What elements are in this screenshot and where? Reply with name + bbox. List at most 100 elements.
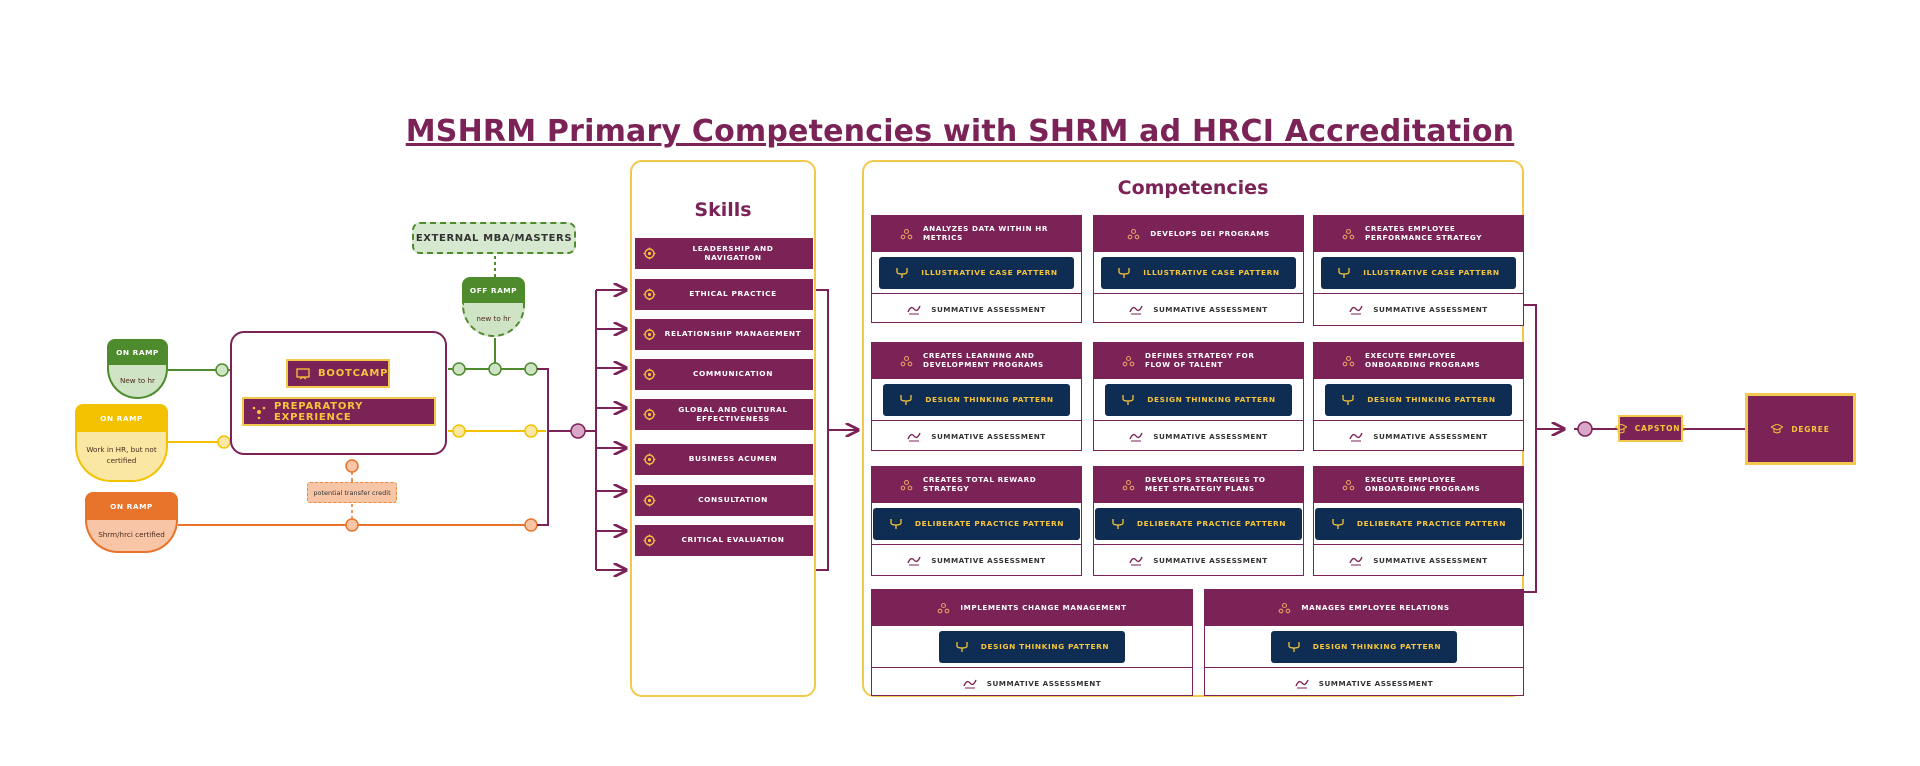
pattern-button[interactable]: Illustrative case pattern bbox=[879, 256, 1074, 289]
assessment-label: Summative Assessment bbox=[1373, 431, 1488, 441]
pattern-button[interactable]: Design thinking pattern bbox=[938, 630, 1126, 663]
pattern-button[interactable]: Deliberate practice pattern bbox=[1094, 507, 1303, 540]
degree-button[interactable]: DEGREE bbox=[1745, 393, 1856, 465]
competency-title: Implements change management bbox=[960, 602, 1127, 612]
competency-title: Develops DEI programs bbox=[1150, 228, 1270, 238]
summative-assessment[interactable]: Summative Assessment bbox=[872, 668, 1192, 698]
competency-title: Creates employee performance strategy bbox=[1365, 224, 1483, 242]
pattern-row: Illustrative case pattern bbox=[872, 252, 1081, 294]
summative-assessment[interactable]: Summative Assessment bbox=[872, 294, 1081, 324]
assessment-label: Summative Assessment bbox=[931, 555, 1046, 565]
pattern-label: Design thinking pattern bbox=[1147, 395, 1276, 404]
skill-item[interactable]: Leadership and Navigation bbox=[635, 238, 813, 269]
pattern-label: Deliberate practice pattern bbox=[1356, 519, 1507, 528]
capstone-button[interactable]: CAPSTONE bbox=[1614, 415, 1685, 442]
assessment-icon bbox=[963, 677, 977, 689]
skill-item[interactable]: Communication bbox=[635, 359, 813, 390]
skill-item[interactable]: Ethical Practice bbox=[635, 279, 813, 310]
summative-assessment[interactable]: Summative Assessment bbox=[1314, 545, 1523, 575]
pattern-icon bbox=[889, 518, 903, 530]
pattern-label: Illustrative case pattern bbox=[1363, 268, 1500, 277]
summative-assessment[interactable]: Summative Assessment bbox=[1205, 668, 1523, 698]
competency-card: Execute employee onboarding programsDesi… bbox=[1313, 342, 1524, 451]
assessment-label: Summative Assessment bbox=[1153, 555, 1268, 565]
competency-header: Creates learning and development program… bbox=[872, 343, 1081, 379]
assessment-label: Summative Assessment bbox=[1153, 304, 1268, 314]
summative-assessment[interactable]: Summative Assessment bbox=[1314, 294, 1523, 324]
pattern-button[interactable]: Design thinking pattern bbox=[1270, 630, 1458, 663]
pattern-button[interactable]: Illustrative case pattern bbox=[1101, 256, 1296, 289]
skill-item[interactable]: Business Acumen bbox=[635, 444, 813, 475]
pattern-label: Illustrative case pattern bbox=[1143, 268, 1280, 277]
summative-assessment[interactable]: Summative Assessment bbox=[872, 421, 1081, 451]
pattern-icon bbox=[1337, 267, 1351, 279]
people-icon bbox=[1342, 355, 1355, 368]
competency-card: Manages employee relationsDesign thinkin… bbox=[1204, 589, 1524, 696]
preparatory-experience-button[interactable]: PREPARATORY EXPERIENCE bbox=[242, 397, 436, 426]
assessment-label: Summative Assessment bbox=[986, 678, 1102, 688]
summative-assessment[interactable]: Summative Assessment bbox=[1094, 545, 1303, 575]
bootcamp-button[interactable]: BOOTCAMP bbox=[286, 359, 390, 388]
summative-assessment[interactable]: Summative Assessment bbox=[1094, 294, 1303, 324]
pattern-button[interactable]: Deliberate practice pattern bbox=[872, 507, 1081, 540]
target-icon bbox=[635, 328, 663, 341]
assessment-icon bbox=[1295, 677, 1309, 689]
pattern-icon bbox=[1287, 641, 1301, 653]
preparatory-label: PREPARATORY EXPERIENCE bbox=[274, 400, 364, 423]
competency-header: Implements change management bbox=[872, 590, 1192, 626]
people-icon bbox=[1127, 228, 1140, 241]
pattern-label: Design thinking pattern bbox=[980, 642, 1110, 651]
skill-item[interactable]: Global and Cultural Effectiveness bbox=[635, 399, 813, 430]
pattern-icon bbox=[899, 394, 913, 406]
grad-cap-icon bbox=[1771, 424, 1784, 434]
pattern-button[interactable]: Design thinking pattern bbox=[1325, 383, 1512, 416]
grad-cap-icon bbox=[1614, 423, 1627, 434]
assessment-icon bbox=[907, 554, 921, 566]
pattern-icon bbox=[1111, 518, 1125, 530]
assessment-label: Summative Assessment bbox=[1153, 431, 1268, 441]
competency-title: Analyzes data within HR metrics bbox=[923, 224, 1049, 242]
competency-header: Develops strategies to meet strategiy pl… bbox=[1094, 467, 1303, 503]
skills-title: Skills bbox=[694, 199, 752, 221]
pattern-icon bbox=[1341, 394, 1355, 406]
assessment-label: Summative Assessment bbox=[931, 431, 1046, 441]
assessment-icon bbox=[1349, 303, 1363, 315]
people-icon bbox=[1342, 479, 1355, 492]
competency-card: Creates learning and development program… bbox=[871, 342, 1082, 451]
pattern-row: Design thinking pattern bbox=[1094, 379, 1303, 421]
whiteboard-icon bbox=[296, 367, 310, 381]
pattern-button[interactable]: Design thinking pattern bbox=[883, 383, 1070, 416]
pattern-button[interactable]: Deliberate practice pattern bbox=[1314, 507, 1523, 540]
external-mba-tag: EXTERNAL MBA/MASTERS bbox=[412, 222, 576, 254]
skill-item[interactable]: Consultation bbox=[635, 485, 813, 516]
pattern-label: Design thinking pattern bbox=[1367, 395, 1496, 404]
summative-assessment[interactable]: Summative Assessment bbox=[872, 545, 1081, 575]
assessment-icon bbox=[1129, 430, 1143, 442]
assessment-icon bbox=[907, 430, 921, 442]
target-icon bbox=[635, 494, 663, 507]
program-box bbox=[230, 331, 447, 455]
competency-header: Execute employee onboarding programs bbox=[1314, 467, 1523, 503]
competency-title: Execute employee onboarding programs bbox=[1365, 475, 1481, 493]
competency-card: Creates employee performance strategyIll… bbox=[1313, 215, 1524, 326]
competency-title: Creates total reward strategy bbox=[923, 475, 1037, 493]
skill-label: Communication bbox=[693, 369, 773, 379]
competency-card: Develops DEI programsIllustrative case p… bbox=[1093, 215, 1304, 323]
skill-label: Leadership and Navigation bbox=[692, 243, 774, 262]
on-ramp-new-to-hr: ON RAMP New to hr bbox=[107, 339, 168, 399]
pattern-row: Illustrative case pattern bbox=[1314, 252, 1523, 294]
pattern-button[interactable]: Design thinking pattern bbox=[1105, 383, 1292, 416]
competency-title: Develops strategies to meet strategiy pl… bbox=[1145, 475, 1266, 493]
on-ramp-label: ON RAMP bbox=[85, 492, 178, 520]
summative-assessment[interactable]: Summative Assessment bbox=[1314, 421, 1523, 451]
transfer-credit-note: potential transfer credit bbox=[307, 482, 397, 503]
people-icon bbox=[1278, 602, 1291, 615]
pattern-icon bbox=[1331, 518, 1345, 530]
pattern-button[interactable]: Illustrative case pattern bbox=[1321, 256, 1516, 289]
skill-item[interactable]: Critical Evaluation bbox=[635, 525, 813, 556]
assessment-icon bbox=[1129, 554, 1143, 566]
skill-item[interactable]: Relationship Management bbox=[635, 319, 813, 350]
summative-assessment[interactable]: Summative Assessment bbox=[1094, 421, 1303, 451]
pattern-row: Design thinking pattern bbox=[1314, 379, 1523, 421]
network-icon bbox=[252, 405, 266, 419]
